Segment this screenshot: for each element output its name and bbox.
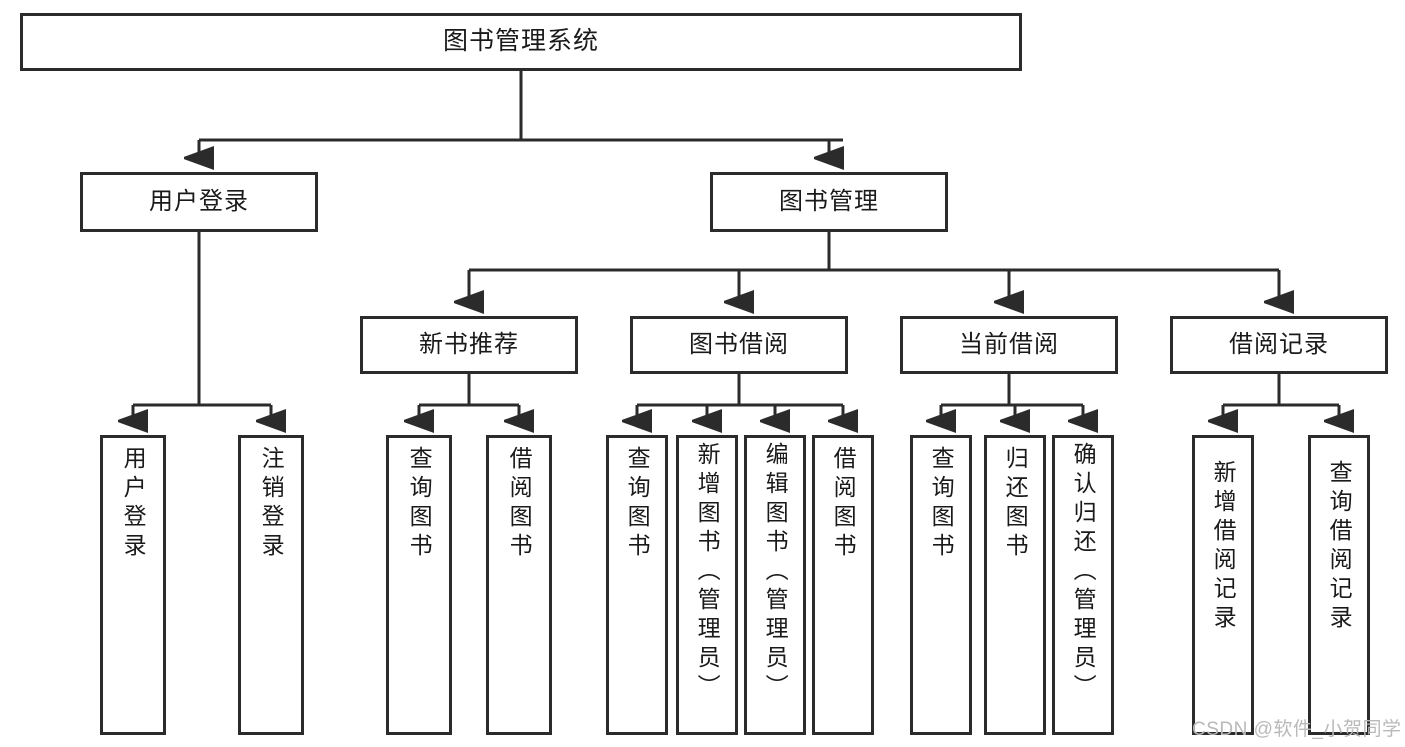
node-borrow-record-label: 借阅记录 bbox=[1229, 330, 1329, 358]
node-root[interactable]: 图书管理系统 bbox=[20, 13, 1022, 71]
node-leaf-user-login[interactable]: 用户登录 bbox=[100, 435, 166, 735]
node-borrow-record[interactable]: 借阅记录 bbox=[1170, 316, 1388, 374]
node-leaf-query-book-2[interactable]: 查询图书 bbox=[606, 435, 668, 735]
node-book-management[interactable]: 图书管理 bbox=[710, 172, 948, 232]
node-leaf-query-book-1[interactable]: 查询图书 bbox=[386, 435, 452, 735]
node-book-management-label: 图书管理 bbox=[779, 187, 879, 215]
node-leaf-borrow-book-2[interactable]: 借阅图书 bbox=[812, 435, 874, 735]
node-book-borrow[interactable]: 图书借阅 bbox=[630, 316, 848, 374]
node-leaf-confirm-return-label: 确认归还（管理员） bbox=[1070, 442, 1097, 703]
node-leaf-edit-book[interactable]: 编辑图书（管理员） bbox=[744, 435, 806, 735]
node-leaf-return-book-label: 归还图书 bbox=[1002, 446, 1029, 562]
node-leaf-query-book-1-label: 查询图书 bbox=[406, 446, 433, 562]
node-leaf-add-book-label: 新增图书（管理员） bbox=[694, 442, 721, 703]
node-current-borrow[interactable]: 当前借阅 bbox=[900, 316, 1118, 374]
node-new-book-recommend-label: 新书推荐 bbox=[419, 330, 519, 358]
node-leaf-add-record[interactable]: 新增借阅记录 bbox=[1192, 435, 1254, 735]
node-leaf-logout[interactable]: 注销登录 bbox=[238, 435, 304, 735]
node-leaf-add-record-label: 新增借阅记录 bbox=[1210, 460, 1237, 634]
node-leaf-edit-book-label: 编辑图书（管理员） bbox=[762, 442, 789, 703]
node-user-login-label: 用户登录 bbox=[149, 187, 249, 215]
node-leaf-query-book-2-label: 查询图书 bbox=[624, 446, 651, 562]
node-leaf-user-login-label: 用户登录 bbox=[120, 446, 147, 562]
node-leaf-return-book[interactable]: 归还图书 bbox=[984, 435, 1046, 735]
node-leaf-query-book-3-label: 查询图书 bbox=[928, 446, 955, 562]
node-leaf-add-book[interactable]: 新增图书（管理员） bbox=[676, 435, 738, 735]
node-leaf-borrow-book-1-label: 借阅图书 bbox=[506, 446, 533, 562]
node-current-borrow-label: 当前借阅 bbox=[959, 330, 1059, 358]
node-leaf-query-record[interactable]: 查询借阅记录 bbox=[1308, 435, 1370, 735]
node-leaf-query-record-label: 查询借阅记录 bbox=[1326, 460, 1353, 634]
node-leaf-borrow-book-1[interactable]: 借阅图书 bbox=[486, 435, 552, 735]
node-leaf-borrow-book-2-label: 借阅图书 bbox=[830, 446, 857, 562]
node-root-label: 图书管理系统 bbox=[442, 27, 599, 56]
node-leaf-confirm-return[interactable]: 确认归还（管理员） bbox=[1052, 435, 1114, 735]
node-leaf-logout-label: 注销登录 bbox=[258, 446, 285, 562]
node-new-book-recommend[interactable]: 新书推荐 bbox=[360, 316, 578, 374]
csdn-watermark: CSDN @软件_小贺同学 bbox=[1192, 719, 1402, 740]
node-leaf-query-book-3[interactable]: 查询图书 bbox=[910, 435, 972, 735]
node-user-login[interactable]: 用户登录 bbox=[80, 172, 318, 232]
node-book-borrow-label: 图书借阅 bbox=[689, 330, 789, 358]
